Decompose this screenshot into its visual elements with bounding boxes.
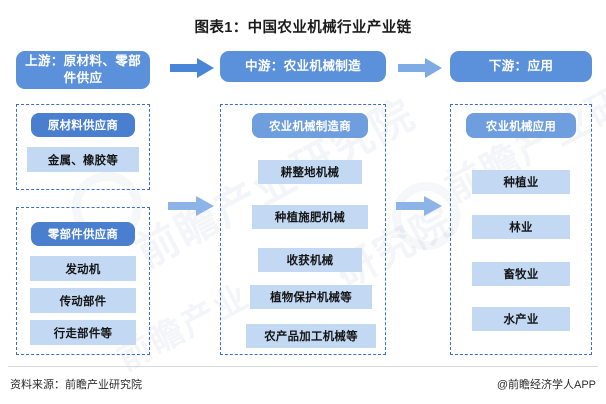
- item-manufacturing: 植物保护机械等: [250, 285, 372, 309]
- header-midstream: 中游：农业机械制造: [220, 51, 386, 82]
- item-components: 发动机: [30, 256, 136, 281]
- footer-app-handle: @前瞻经济学人APP: [496, 379, 596, 391]
- header-upstream: 上游：原材料、零部件供应: [16, 51, 150, 89]
- item-manufacturing: 耕整地机械: [258, 160, 362, 184]
- group-application: [450, 104, 592, 355]
- right-arrow-icon: [170, 58, 214, 78]
- right-arrow-icon: [396, 196, 442, 216]
- group-header-manufacturing: 农业机械制造商: [252, 113, 368, 138]
- group-components: [16, 207, 150, 355]
- item-application: 畜牧业: [472, 262, 570, 286]
- group-header-raw-materials: 原材料供应商: [31, 113, 135, 137]
- chart-title: 图表1：中国农业机械行业产业链: [194, 20, 412, 36]
- right-arrow-icon: [168, 196, 214, 216]
- item-components: 行走部件等: [30, 320, 136, 345]
- right-arrow-icon: [398, 58, 442, 78]
- item-application: 林业: [472, 215, 570, 239]
- item-manufacturing: 农产品加工机械等: [246, 324, 376, 348]
- item-application: 水产业: [472, 307, 570, 331]
- item-components: 传动部件: [30, 288, 136, 313]
- group-manufacturing: [220, 104, 386, 355]
- group-raw-materials: [16, 104, 150, 190]
- group-header-components: 零部件供应商: [31, 222, 135, 246]
- header-downstream: 下游：应用: [450, 51, 592, 82]
- item-manufacturing: 种植施肥机械: [252, 205, 368, 229]
- item-application: 种植业: [472, 170, 570, 194]
- item-manufacturing: 收获机械: [258, 248, 362, 272]
- group-header-application: 农业机械应用: [466, 113, 576, 138]
- item-raw-materials: 金属、橡胶等: [27, 147, 139, 172]
- footer-divider: [8, 366, 598, 367]
- footer-source: 资料来源：前瞻产业研究院: [10, 379, 142, 391]
